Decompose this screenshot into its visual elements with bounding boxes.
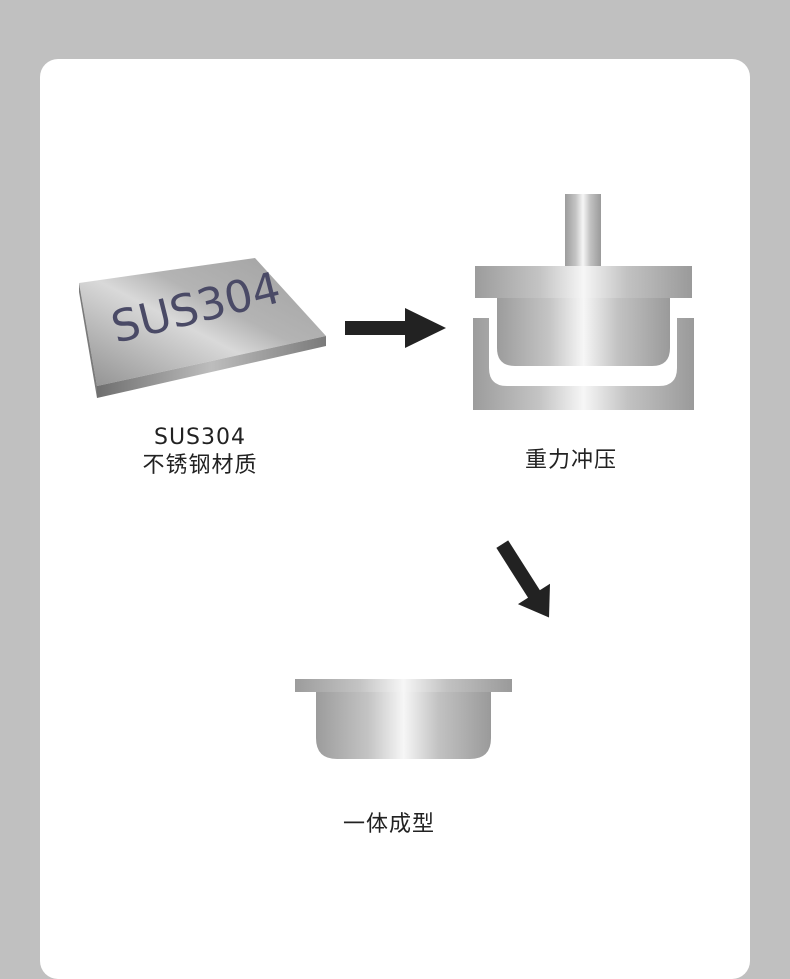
step-material-title: SUS304 [153,425,247,450]
basin-icon [295,679,512,759]
press-icon [473,194,694,410]
step-material-subtitle: 不锈钢材质 [142,453,258,478]
content-card [40,59,750,979]
arrow-right-icon [345,308,446,348]
step-formed-caption: 一体成型 [342,812,435,837]
steel-plate-icon: SUS304 [79,258,326,398]
process-diagram: SUS304 [79,194,694,759]
arrow-down-left-icon [496,540,550,618]
step-press-caption: 重力冲压 [524,448,617,473]
step-material-caption: SUS304 不锈钢材质 [100,424,300,480]
